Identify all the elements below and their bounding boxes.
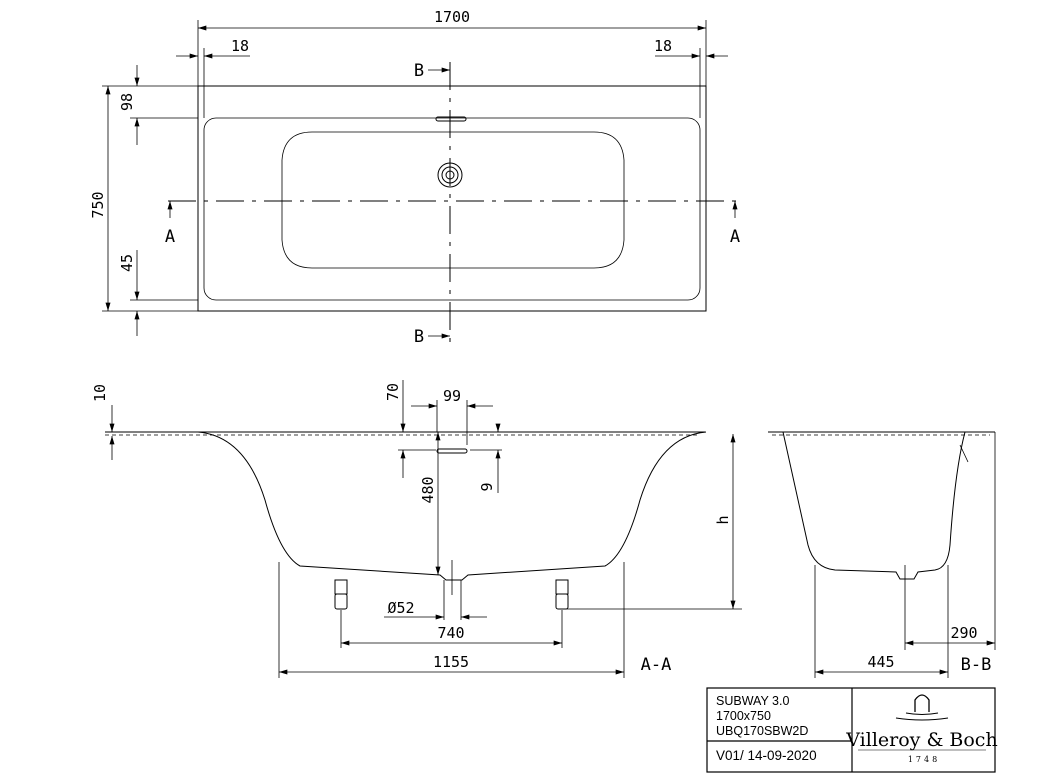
dim-drain-offset: 290 bbox=[950, 624, 977, 642]
rim-inner-edge bbox=[203, 117, 701, 301]
dim-right-offset: 18 bbox=[654, 37, 672, 55]
bathtub-outline bbox=[197, 85, 707, 312]
basin-outline bbox=[281, 131, 625, 269]
drain-icon bbox=[437, 162, 463, 188]
dim-overflow-depth: 70 bbox=[384, 383, 402, 401]
top-view: 1700 18 18 750 98 45 B B A A bbox=[89, 8, 740, 347]
dim-length: 1700 bbox=[434, 8, 470, 26]
section-a-right-label: A bbox=[730, 227, 740, 247]
dim-depth: 480 bbox=[419, 476, 437, 503]
dim-bottom: 1155 bbox=[433, 653, 469, 671]
section-a-a-label: A-A bbox=[641, 655, 672, 675]
brand-logo: Villeroy & Boch 1748 bbox=[845, 694, 998, 764]
dim-height: h bbox=[714, 515, 732, 524]
section-b-b-label: B-B bbox=[961, 655, 992, 675]
section-b-top-label: B bbox=[414, 61, 424, 81]
section-b-b: 290 445 B-B bbox=[768, 431, 996, 678]
overflow-slot bbox=[436, 448, 468, 454]
brand-year: 1748 bbox=[908, 755, 940, 764]
dim-rim: 10 bbox=[91, 384, 109, 402]
dim-rim-top: 98 bbox=[118, 93, 136, 111]
section-a-a: 10 70 99 9 480 h Ø52 740 1155 A-A bbox=[91, 380, 742, 678]
brand-name: Villeroy & Boch bbox=[845, 729, 997, 751]
product-name: SUBWAY 3.0 bbox=[716, 694, 789, 708]
dim-bottom-b: 445 bbox=[867, 653, 894, 671]
product-size: 1700x750 bbox=[716, 709, 771, 723]
dim-overflow-width: 99 bbox=[443, 387, 461, 405]
foot-right-icon bbox=[555, 579, 569, 610]
dim-left-offset: 18 bbox=[231, 37, 249, 55]
dim-overflow-height: 9 bbox=[478, 482, 496, 491]
version-date: V01/ 14-09-2020 bbox=[716, 748, 817, 763]
section-b-bottom-label: B bbox=[414, 327, 424, 347]
bathtub-profile bbox=[197, 431, 707, 581]
bathtub-profile-b bbox=[782, 431, 966, 580]
title-block: SUBWAY 3.0 1700x750 UBQ170SBW2D V01/ 14-… bbox=[706, 687, 998, 773]
dim-drain: Ø52 bbox=[387, 599, 414, 617]
overflow-icon bbox=[435, 116, 467, 122]
foot-left-icon bbox=[334, 579, 348, 610]
dim-rim-bottom: 45 bbox=[118, 254, 136, 272]
dim-feet: 740 bbox=[437, 624, 464, 642]
dim-width: 750 bbox=[89, 191, 107, 218]
section-a-left-label: A bbox=[165, 227, 175, 247]
product-code: UBQ170SBW2D bbox=[716, 724, 808, 738]
